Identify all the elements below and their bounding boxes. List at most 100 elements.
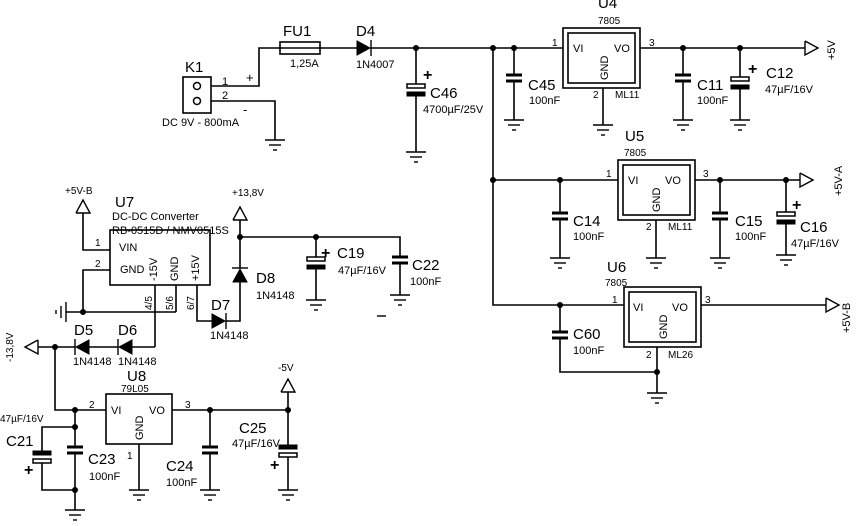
u8-pin-in: 2 [89,400,95,411]
c46-value: 4700µF/25V [423,104,484,116]
u7-pin45: 4/5 [144,296,155,310]
ground-symbol-c14 [550,257,570,269]
c22-capacitor: C22 100nF [392,255,441,295]
u8-vo: VO [149,405,165,417]
c25-capacitor: C25 47µF/16V + [232,420,298,490]
c46-capacitor: + C46 4700µF/25V [406,48,484,152]
c21-plus: + [24,462,33,479]
c45-ref: C45 [528,77,556,94]
d5-diode: D5 1N4148 [73,322,112,368]
u5-pin-gnd: 2 [646,222,652,233]
d4-diode: D4 1N4007 [356,23,395,71]
c12-value: 47µF/16V [765,84,814,96]
u7-pin56: 5/6 [165,296,176,310]
net-label-p13-8: +13,8V [232,188,264,221]
ground-symbol-c19 [306,299,326,311]
c23-ref: C23 [88,451,116,468]
c22-value: 100nF [410,276,441,288]
c19-value: 47µF/16V [338,265,387,277]
u7-m15: -15V [148,257,160,281]
ground-symbol-c25 [278,489,298,501]
c14-capacitor: C14 100nF [552,180,604,258]
c21-capacitor: 47µF/16V C21 + [0,414,75,491]
u8-gnd: GND [134,416,146,441]
p5vb-label: +5V-B [841,303,853,333]
u4-package: ML11 [615,90,640,101]
u6-vo: VO [672,302,688,314]
k1-plus: + [246,70,254,85]
u7-pin2: 2 [95,259,101,270]
p13-8-label: +13,8V [232,188,264,199]
d7-diode: D7 1N4148 [210,297,249,342]
d7-ref: D7 [211,297,230,314]
net-label-m5v: -5V [278,363,297,393]
u7-pin1: 1 [95,238,101,249]
u5-ref: U5 [625,128,644,145]
ground-symbol-c46 [406,151,426,163]
c19-capacitor: + C19 47µF/16V [306,237,387,300]
u7-pin67: 6/7 [186,296,197,310]
c22-ref: C22 [412,257,440,274]
u4-regulator: U4 7805 VI VO GND 1 3 2 ML11 [552,0,655,101]
c16-capacitor: + C16 47µF/16V [776,180,840,255]
u7-vin: VIN [119,242,137,254]
d6-ref: D6 [118,322,137,339]
u4-vo: VO [614,43,630,55]
d4-ref: D4 [356,23,375,40]
u7-part: RB-0515D / NMV0515S [112,225,229,237]
u5-pin-in: 1 [606,169,612,180]
fu1-fuse: FU1 1,25A [279,23,321,70]
c25-value: 47µF/16V [232,438,281,450]
ground-symbol-c22 [390,294,410,306]
d7-value: 1N4148 [210,330,249,342]
u6-vi: VI [633,302,643,314]
d5-ref: D5 [74,322,93,339]
u5-gnd: GND [651,188,663,213]
k1-connector: K1 1 2 + - DC 9V - 800mA [162,47,280,140]
ground-symbol-c15 [710,257,730,269]
u6-gnd: GND [658,315,670,340]
p5vb-left-label: +5V-B [65,186,93,197]
u8-ref: U8 [127,368,146,385]
fu1-ref: FU1 [283,23,311,40]
u5-part: 7805 [624,148,647,159]
k1-ref: K1 [185,59,203,76]
u6-pin-gnd: 2 [646,350,652,361]
c24-value: 100nF [166,477,197,489]
ground-symbol-c24 [200,489,220,501]
u4-gnd: GND [599,56,611,81]
u8-part: 79L05 [121,384,149,395]
c60-ref: C60 [573,326,601,343]
u5-vo: VO [665,175,681,187]
c11-ref: C11 [697,77,723,94]
u8-pin-out: 3 [185,400,191,411]
c19-ref: C19 [337,245,365,262]
k1-spec: DC 9V - 800mA [162,117,240,129]
c46-ref: C46 [430,85,458,102]
u6-ref: U6 [607,259,626,276]
d6-diode: D6 1N4148 [117,322,157,368]
d6-value: 1N4148 [118,356,157,368]
p5va-label: +5V-A [833,165,845,196]
ground-symbol-c21 [65,509,85,521]
ground-symbol-c11 [673,119,693,131]
net-label-m13-8: -13,8V [5,332,39,362]
ground-symbol-c16 [776,254,796,266]
u4-vi: VI [573,43,583,55]
u4-part: 7805 [598,16,621,27]
ground-symbol-u8 [129,489,149,501]
net-label-p5va: +5V-A [799,165,845,196]
p5v-label: +5V [826,39,838,60]
c23-capacitor: C23 100nF [67,445,120,490]
c11-capacitor: C11 100nF [675,48,728,120]
c21-value: 47µF/16V [0,414,44,425]
u5-vi: VI [628,175,638,187]
u5-package: ML11 [668,222,693,233]
d4-value: 1N4007 [356,59,395,71]
k1-minus: - [243,102,247,117]
d8-value: 1N4148 [256,290,295,302]
k1-pin1: 1 [222,76,228,88]
u6-package: ML26 [668,350,693,361]
u7-title: DC-DC Converter [112,211,199,223]
c15-capacitor: C15 100nF [712,180,766,258]
